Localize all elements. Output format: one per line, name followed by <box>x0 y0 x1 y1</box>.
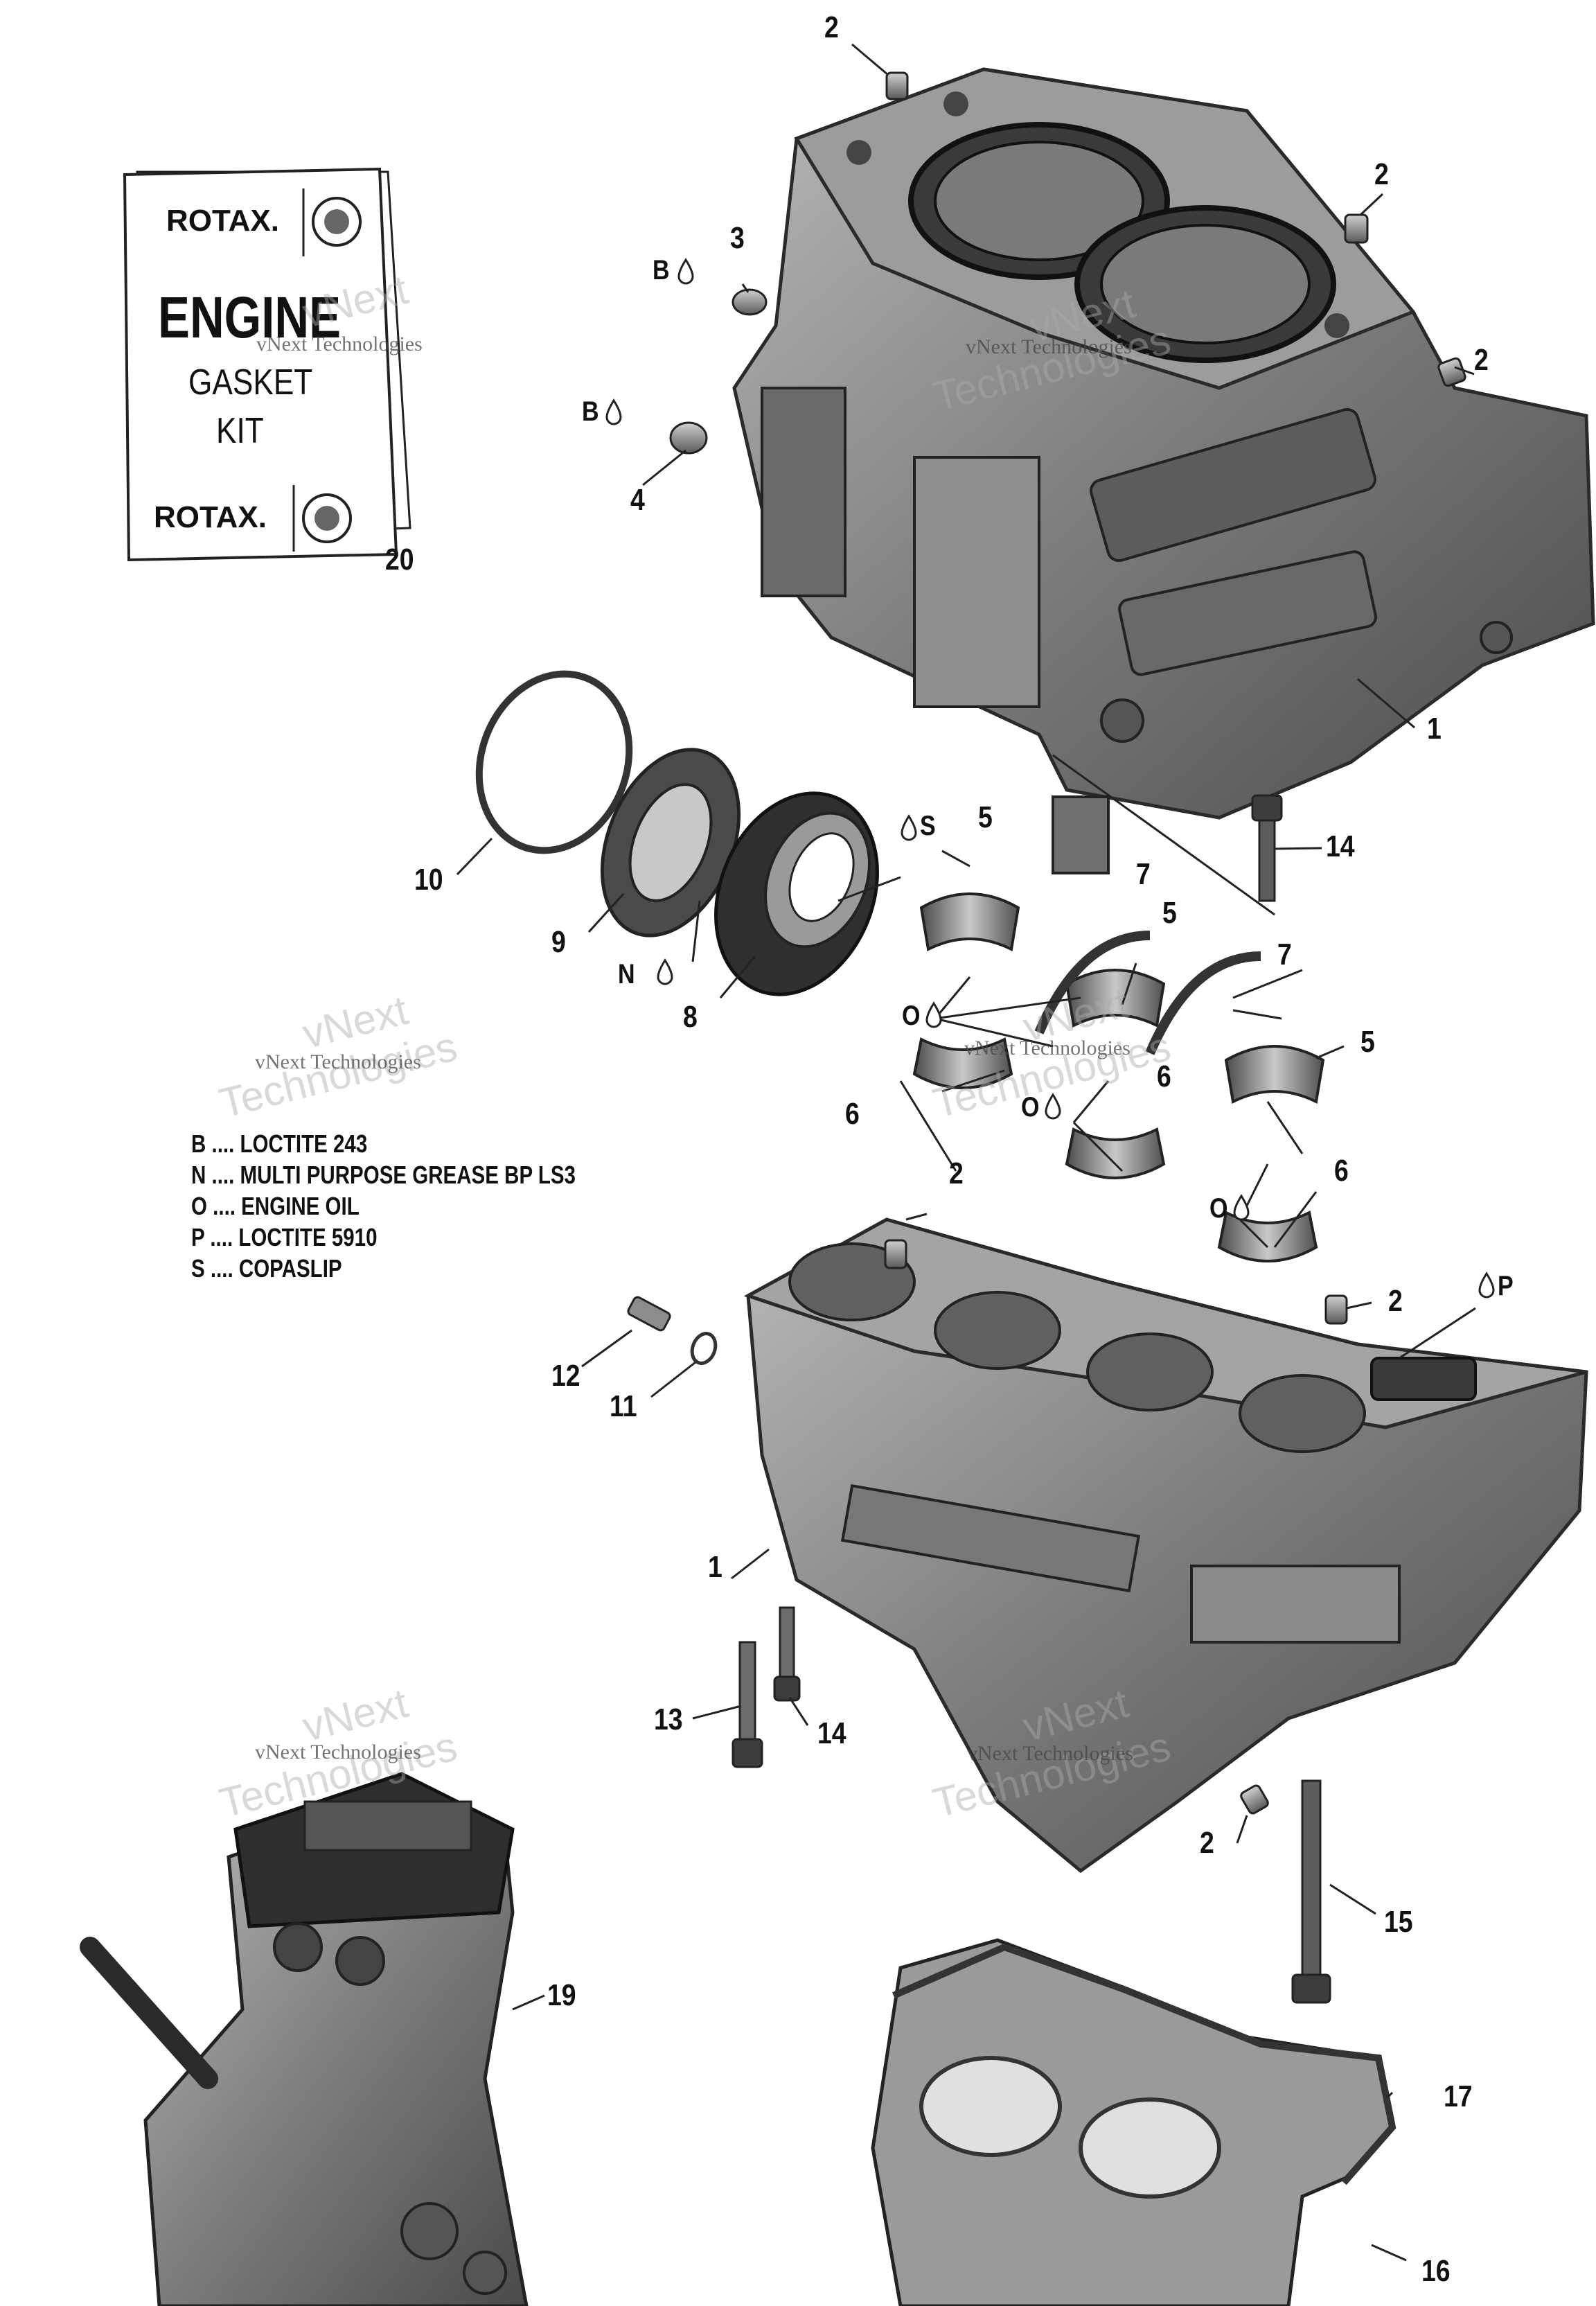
callout-4: 4 <box>630 483 645 517</box>
legend: B .... LOCTITE 243 N .... MULTI PURPOSE … <box>191 1128 576 1284</box>
callout-14: 14 <box>1326 829 1355 863</box>
callout-2: 2 <box>824 10 839 44</box>
complete-engine <box>80 1772 529 2306</box>
watermark-small-1: vNext Technologies <box>256 333 423 355</box>
marker-o: O <box>902 1001 921 1031</box>
callout-7: 7 <box>1136 857 1151 891</box>
callout-17: 17 <box>1444 2079 1473 2113</box>
marker-p: P <box>1498 1271 1514 1301</box>
callout-19: 19 <box>547 1978 576 2012</box>
callout-9: 9 <box>551 925 566 959</box>
application-droplets <box>605 258 1495 1299</box>
kit-title-engine: ENGINE <box>158 285 342 350</box>
marker-b: B <box>653 255 670 285</box>
callout-7: 7 <box>1277 938 1292 971</box>
callout-6: 6 <box>1157 1059 1171 1093</box>
kit-brand-top: ROTAX. <box>166 204 279 238</box>
marker-b: B <box>582 396 599 427</box>
circlip-seal-bearing <box>475 670 879 996</box>
gasket-kit-card <box>123 167 411 562</box>
callout-5: 5 <box>1360 1025 1375 1059</box>
watermark-small-2: vNext Technologies <box>966 335 1132 358</box>
watermark-small-4: vNext Technologies <box>964 1037 1130 1059</box>
callout-6: 6 <box>845 1097 860 1131</box>
marker-s: S <box>920 811 936 841</box>
watermark-small-5: vNext Technologies <box>255 1741 421 1763</box>
bolts <box>627 794 1331 2004</box>
callout-1: 1 <box>708 1550 722 1584</box>
legend-item-b: B .... LOCTITE 243 <box>191 1129 368 1158</box>
callout-11: 11 <box>610 1389 637 1423</box>
marker-n: N <box>618 959 635 989</box>
kit-title-gasket: GASKET <box>188 362 313 403</box>
callout-2: 2 <box>1388 1284 1403 1318</box>
callout-2: 2 <box>1374 157 1389 191</box>
lower-crankcase <box>743 1217 1588 1874</box>
callout-15: 15 <box>1384 1905 1413 1939</box>
kit-brand-bottom: ROTAX. <box>154 500 267 534</box>
marker-o: O <box>1209 1193 1228 1224</box>
callout-3: 3 <box>730 221 745 255</box>
callout-10: 10 <box>414 863 443 897</box>
callout-12: 12 <box>551 1359 580 1393</box>
watermark-small-6: vNext Technologies <box>967 1742 1133 1765</box>
legend-item-n: N .... MULTI PURPOSE GREASE BP LS3 <box>191 1161 576 1189</box>
leader-lines <box>456 43 1476 2262</box>
upper-crankcase <box>732 67 1595 874</box>
cylinder-head-gasket <box>871 1938 1396 2306</box>
legend-item-s: S .... COPASLIP <box>191 1254 342 1283</box>
marker-o: O <box>1021 1092 1040 1123</box>
callout-5: 5 <box>1162 896 1177 930</box>
watermark-small-3: vNext Technologies <box>255 1050 421 1073</box>
callout-2: 2 <box>1200 1826 1214 1860</box>
kit-title-kit: KIT <box>216 411 264 451</box>
callout-5: 5 <box>978 800 993 834</box>
callout-13: 13 <box>654 1702 683 1736</box>
callout-14: 14 <box>817 1716 846 1750</box>
callout-2: 2 <box>949 1156 964 1190</box>
callout-6: 6 <box>1334 1154 1349 1188</box>
legend-item-p: P .... LOCTITE 5910 <box>191 1223 378 1251</box>
callout-1: 1 <box>1427 712 1442 746</box>
callout-8: 8 <box>683 1000 698 1034</box>
callout-20: 20 <box>385 543 414 576</box>
callout-16: 16 <box>1421 2254 1451 2288</box>
callout-2: 2 <box>1474 343 1489 377</box>
legend-item-o: O .... ENGINE OIL <box>191 1192 360 1220</box>
dowel-pins <box>669 71 1466 1815</box>
